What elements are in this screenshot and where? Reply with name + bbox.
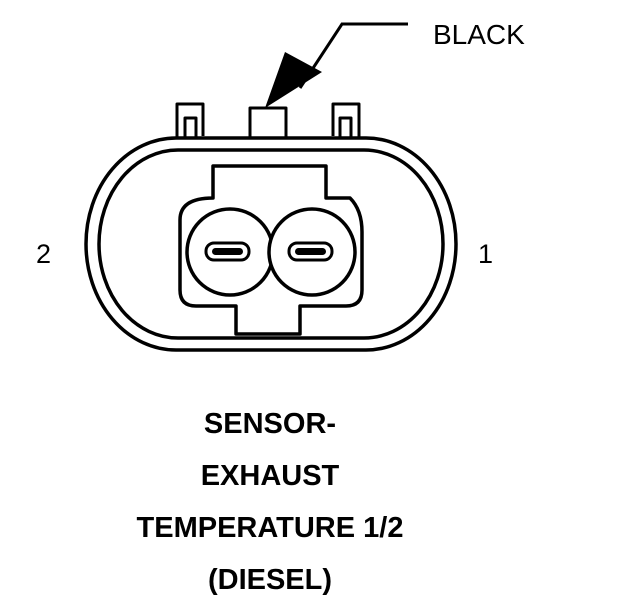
connector-caption: SENSOR- EXHAUST TEMPERATURE 1/2 (DIESEL)	[0, 398, 540, 606]
caption-line-4: (DIESEL)	[207, 564, 333, 596]
callout-arrowhead	[265, 52, 322, 108]
terminal-slots	[204, 241, 334, 262]
caption-line-1: SENSOR-	[203, 408, 337, 440]
caption-line-2: EXHAUST	[200, 460, 340, 492]
pin-label-left: 2	[36, 239, 51, 269]
caption-line-3: TEMPERATURE 1/2	[136, 512, 404, 544]
callout-color-label: BLACK	[433, 19, 525, 50]
pin-label-right: 1	[478, 239, 493, 269]
callout-leader	[298, 22, 408, 89]
